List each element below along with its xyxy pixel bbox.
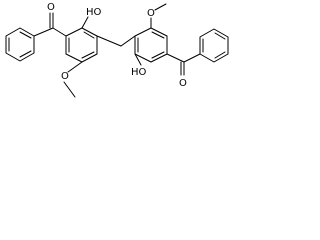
left-phenyl-ring xyxy=(5,27,35,62)
left-methoxy-group: O xyxy=(61,61,83,98)
left-methoxy-oxygen-label: O xyxy=(61,71,69,82)
right-hydroxyl-label: HO xyxy=(131,67,147,78)
left-hydroxyl-label: HO xyxy=(86,7,102,18)
right-ketone-oxygen-label: O xyxy=(179,78,187,89)
chemical-structure-diagram: O HO O O HO xyxy=(5,2,229,98)
right-carbonyl-group: O xyxy=(166,53,201,89)
left-hydroxyl-group: HO xyxy=(81,7,102,29)
left-central-ring xyxy=(65,27,98,63)
right-phenyl-ring xyxy=(199,28,229,63)
right-methoxy-oxygen-label: O xyxy=(147,8,155,19)
right-hydroxyl-group: HO xyxy=(131,53,147,78)
left-carbonyl-group: O xyxy=(33,2,67,37)
methylene-bridge xyxy=(96,35,136,47)
right-methoxy-group: O xyxy=(147,3,167,29)
right-central-ring xyxy=(134,27,168,63)
left-ketone-oxygen-label: O xyxy=(47,2,55,13)
